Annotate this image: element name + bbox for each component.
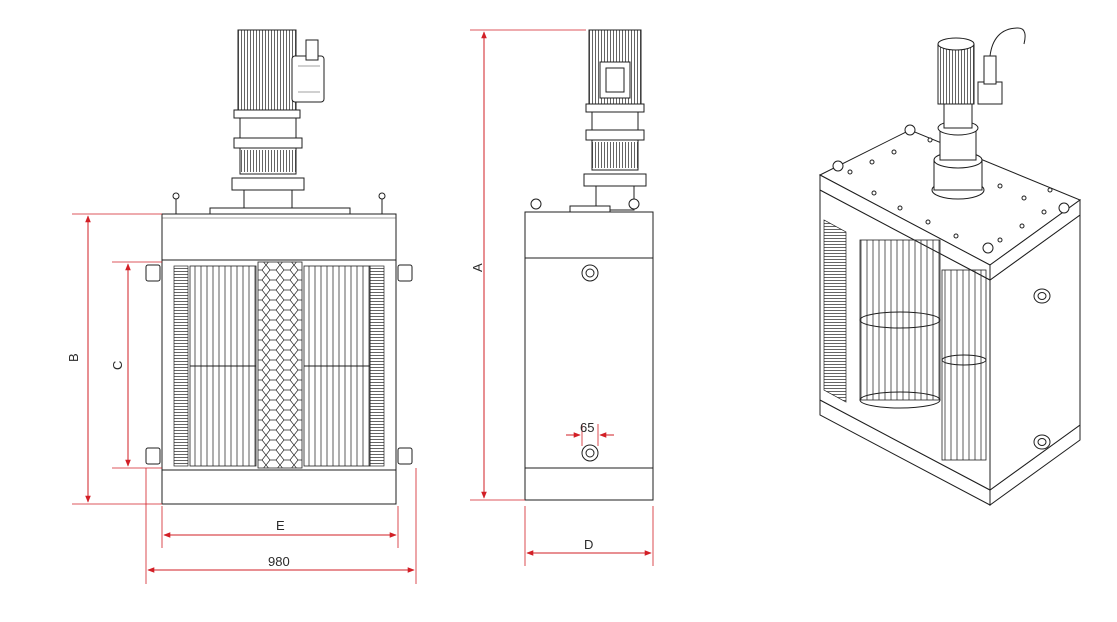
side-view <box>524 29 654 501</box>
front-gearbox <box>231 117 305 213</box>
side-dimensions: A 65 D <box>470 29 654 566</box>
dim-c-label: C <box>110 361 125 370</box>
front-top-plate <box>161 213 397 261</box>
front-ports <box>145 264 413 465</box>
iso-drive <box>931 27 1026 200</box>
iso-lifting-eyes <box>832 124 1070 254</box>
iso-screen-drums <box>859 239 987 461</box>
side-base <box>524 467 654 501</box>
front-dimensions: B C E 980 <box>66 213 417 584</box>
dim-a-label: A <box>470 263 485 272</box>
dim-b-label: B <box>66 353 81 362</box>
dim-980-label: 980 <box>268 554 290 569</box>
front-base <box>161 469 397 505</box>
front-view <box>145 29 413 505</box>
side-top-plate <box>524 211 654 259</box>
front-motor <box>233 29 325 119</box>
dim-65-label: 65 <box>580 420 594 435</box>
dim-d-label: D <box>584 537 593 552</box>
side-body <box>524 257 654 469</box>
dim-e-label: E <box>276 518 285 533</box>
isometric-view <box>818 27 1082 506</box>
iso-bolts <box>847 137 1053 243</box>
front-lifting-eyes <box>172 192 386 215</box>
